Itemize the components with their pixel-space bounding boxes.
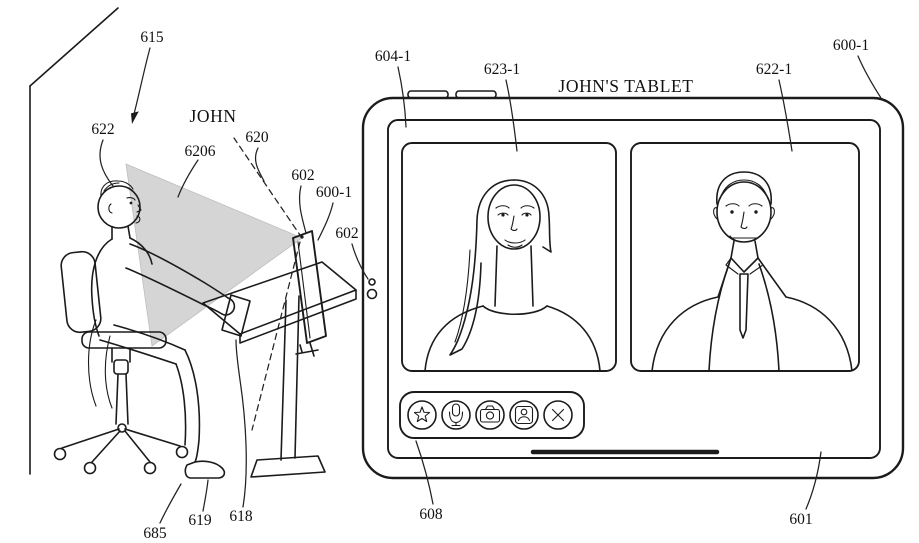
leader-622 (99, 139, 114, 187)
tablet-labels: JOHN'S TABLET 604-1 623-1 622-1 600-1 60… (335, 37, 882, 528)
side-button-dot (368, 278, 376, 286)
john-thigh-bottom (99, 339, 177, 365)
desk-base (250, 455, 326, 478)
leader-600-1-right (857, 55, 882, 99)
camera-fov-cone (125, 163, 303, 347)
chair-pedestal (115, 373, 129, 425)
chair-cylinder (113, 359, 129, 375)
chair-caster (175, 445, 189, 459)
office-chair (53, 250, 189, 475)
john-eye (129, 201, 133, 205)
leader-619 (202, 479, 209, 512)
ref-602-left: 602 (291, 167, 314, 184)
video-tile-frame (630, 142, 860, 372)
leader-608 (415, 440, 434, 505)
leader-600-1-left (317, 202, 334, 241)
call-toolbar (399, 391, 585, 439)
display-screen-edge (297, 241, 311, 339)
portrait-icon (509, 400, 539, 430)
john-arm-top (129, 243, 229, 299)
john-calf (175, 363, 187, 446)
leader-602-right (351, 243, 369, 280)
ref-608: 608 (419, 506, 443, 523)
ref-602-right: 602 (335, 225, 358, 242)
ref-622: 622 (91, 121, 114, 138)
ref-622-1: 622-1 (756, 61, 792, 78)
video-window-man (630, 142, 860, 372)
ref-600-1-right: 600-1 (833, 37, 869, 54)
ref-618: 618 (229, 508, 253, 525)
john-back (90, 238, 113, 337)
leader-618 (235, 339, 247, 508)
chair-caster (53, 447, 67, 461)
leader-622-1 (778, 79, 793, 152)
tablet-title: JOHN'S TABLET (558, 76, 693, 96)
chair-hub (117, 423, 127, 433)
chair-backrest (60, 250, 102, 334)
ref-615: 615 (140, 29, 164, 46)
ref-6206: 6206 (185, 143, 216, 160)
close-icon (543, 400, 573, 430)
arrowhead-615 (131, 111, 139, 124)
ref-600-1-left: 600-1 (316, 184, 352, 201)
john-head (97, 185, 141, 229)
ref-685: 685 (143, 525, 167, 542)
side-button-dot (366, 288, 378, 300)
left-scene-labels: 615 JOHN 622 6206 620 602 600-1 685 619 … (91, 29, 352, 542)
desk-pedestal (280, 295, 300, 461)
leader-602-left (298, 185, 307, 234)
ref-620: 620 (245, 129, 269, 146)
display-camera-dot (300, 235, 304, 239)
leader-601 (805, 451, 822, 510)
john-shin-front (184, 349, 201, 463)
leader-604-1 (397, 66, 407, 128)
john-ear (108, 203, 113, 214)
leader-623-1 (505, 79, 518, 152)
leader-6206 (177, 159, 199, 198)
desk (202, 261, 357, 478)
john-figure (87, 180, 251, 479)
john-mouth (135, 215, 141, 224)
coat-tail (87, 319, 113, 409)
leader-615 (133, 47, 151, 115)
woman-portrait (424, 179, 601, 371)
ref-601: 601 (789, 511, 812, 528)
star-icon (407, 400, 437, 430)
ref-619: 619 (188, 512, 212, 529)
chair-caster (143, 461, 157, 475)
video-tile-frame (401, 142, 617, 372)
camera-switch-icon (475, 400, 505, 430)
john-name-label: JOHN (189, 106, 236, 126)
chair-base-legs (61, 428, 181, 463)
john-neck (111, 225, 131, 240)
man-portrait (651, 171, 853, 371)
room-corner (29, 7, 119, 475)
leader-685 (159, 483, 182, 524)
john-arm-bottom (125, 267, 223, 315)
toolbar-frame (399, 391, 585, 439)
chair-caster (83, 461, 97, 475)
handheld-device (221, 294, 251, 337)
john-shoe (184, 460, 226, 479)
ref-604-1: 604-1 (375, 48, 411, 65)
chair-seat (81, 331, 167, 349)
gaze-dashed-lines (233, 137, 303, 431)
tablet-screen (387, 119, 881, 459)
tablet (361, 90, 905, 480)
leader-620 (254, 147, 265, 182)
man-tie (739, 273, 749, 339)
john-thigh-top (113, 324, 186, 351)
tablet-body (361, 96, 905, 480)
microphone-icon (441, 400, 471, 430)
ref-623-1: 623-1 (484, 61, 520, 78)
john-nose (136, 204, 142, 213)
video-window-woman (401, 142, 617, 372)
display-stand (295, 342, 319, 357)
